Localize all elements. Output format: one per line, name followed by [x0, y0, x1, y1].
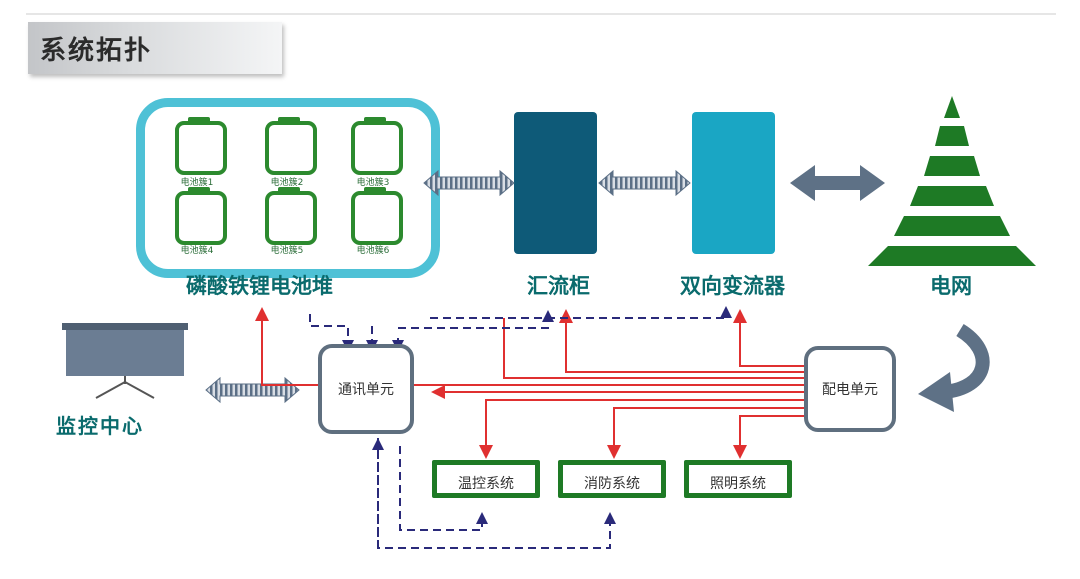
distribution-unit: 配电单元 — [804, 346, 896, 432]
combiner-cabinet-label: 汇流柜 — [527, 274, 590, 298]
battery-cell-label: 电池簇2 — [270, 178, 304, 188]
temperature-control-system: 温控系统 — [432, 460, 540, 498]
monitor-screen-icon — [62, 323, 188, 399]
converter-label: 双向变流器 — [680, 274, 785, 298]
battery-cell-label: 电池簇3 — [356, 178, 390, 188]
top-divider — [26, 13, 1056, 15]
fire-protection-system: 消防系统 — [558, 460, 666, 498]
distribution-unit-label: 配电单元 — [822, 382, 878, 398]
lighting-system: 照明系统 — [684, 460, 792, 498]
battery-cell-icon — [351, 117, 403, 175]
bidirectional-converter — [692, 112, 775, 254]
battery-cell-label: 电池簇6 — [356, 246, 390, 256]
battery-cell-icon — [175, 187, 227, 245]
subsystem-label: 温控系统 — [458, 476, 514, 492]
subsystem-label: 消防系统 — [584, 476, 640, 492]
battery-cell-icon — [175, 117, 227, 175]
battery-cell-label: 电池簇1 — [180, 178, 214, 188]
battery-cell-icon — [265, 187, 317, 245]
monitoring-center-label: 监控中心 — [56, 414, 144, 438]
double-arrow-connector — [205, 376, 300, 404]
title-banner: 系统拓扑 — [28, 22, 282, 74]
double-arrow-connector — [423, 169, 515, 197]
signal-lines — [309, 306, 732, 549]
communication-unit-label: 通讯单元 — [338, 382, 394, 398]
grid-double-arrow-icon — [790, 165, 885, 201]
double-arrow-connector — [598, 169, 691, 197]
subsystem-label: 照明系统 — [710, 476, 766, 492]
battery-cell-icon — [351, 187, 403, 245]
battery-cell-label: 电池簇5 — [270, 246, 304, 256]
battery-stack-label: 磷酸铁锂电池堆 — [186, 274, 333, 298]
combiner-cabinet — [514, 112, 597, 254]
communication-unit: 通讯单元 — [318, 344, 414, 434]
battery-cell-label: 电池簇4 — [180, 246, 214, 256]
power-lines — [255, 307, 805, 459]
curved-arrow-icon — [918, 324, 990, 412]
grid-tower-icon — [868, 96, 1036, 266]
battery-cell-icon — [265, 117, 317, 175]
grid-label: 电网 — [930, 274, 972, 298]
page-title: 系统拓扑 — [40, 36, 153, 66]
battery-stack: 电池簇1 电池簇2 电池簇3 电池簇4 电池簇5 电池簇6 — [136, 98, 440, 278]
